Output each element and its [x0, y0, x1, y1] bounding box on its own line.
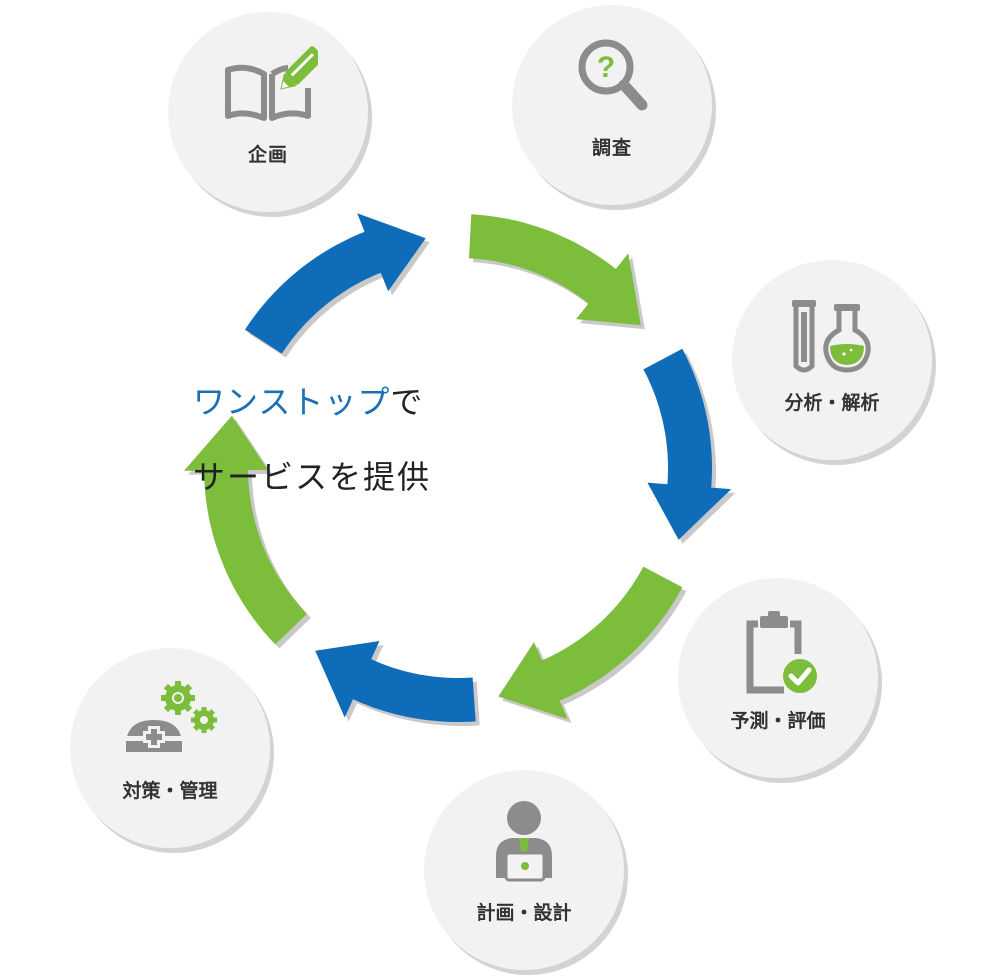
- step-node-planning: 企画: [168, 12, 368, 212]
- cycle-arrow-blue: [245, 213, 426, 354]
- book-pencil-icon: [218, 40, 324, 130]
- headline-accent: ワンストップ: [193, 383, 391, 421]
- magnifier-question-icon: ?: [562, 33, 662, 123]
- step-label: 調査: [591, 137, 632, 159]
- headline-suffix: で: [390, 383, 424, 421]
- step-label: 予測・評価: [730, 710, 826, 732]
- step-label: 対策・管理: [122, 780, 218, 802]
- person-laptop-icon: [474, 798, 574, 888]
- step-label: 分析・解析: [784, 392, 880, 414]
- headline-line-2: サービスを提供: [193, 458, 432, 496]
- cycle-arrow-green: [498, 566, 683, 720]
- step-node-design: 計画・設計: [424, 770, 624, 970]
- test-tube-flask-icon: [782, 288, 882, 378]
- headline-line-1: ワンストップで: [193, 378, 493, 426]
- step-node-management: 対策・管理: [70, 648, 270, 848]
- step-label: 計画・設計: [476, 902, 572, 924]
- cycle-arrow-green: [469, 214, 641, 326]
- step-node-research: ? 調査: [512, 5, 712, 205]
- step-node-analysis: 分析・解析: [732, 260, 932, 460]
- helmet-gears-icon: [120, 676, 220, 766]
- clipboard-check-icon: [728, 606, 828, 696]
- step-label: 企画: [247, 144, 288, 166]
- cycle-arrow-green: [184, 415, 307, 645]
- center-headline: ワンストップで サービスを提供: [193, 378, 493, 501]
- step-node-evaluation: 予測・評価: [678, 578, 878, 778]
- cycle-arrow-blue: [315, 641, 476, 722]
- svg-text:?: ?: [597, 51, 615, 84]
- cycle-arrow-blue: [643, 348, 732, 540]
